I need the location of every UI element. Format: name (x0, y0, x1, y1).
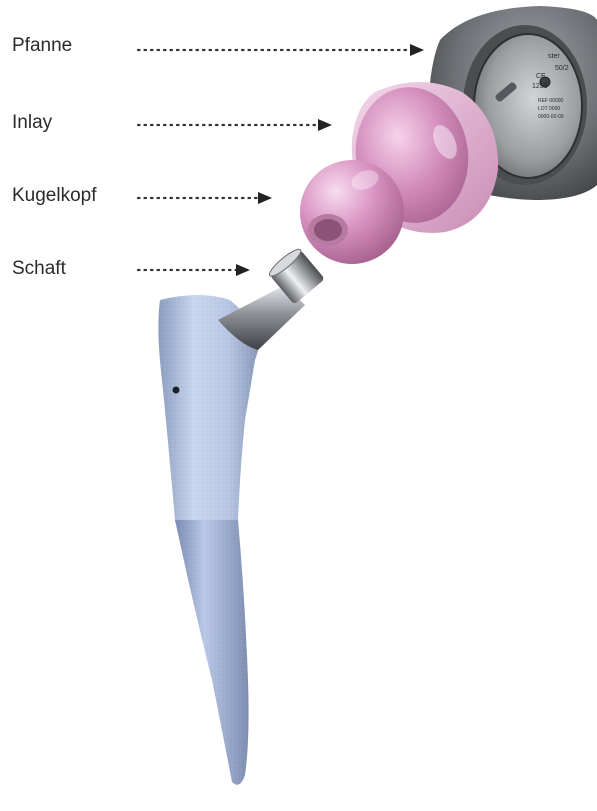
leader-kugelkopf (138, 192, 272, 204)
leader-pfanne (138, 44, 424, 56)
leader-inlay (138, 119, 332, 131)
cup-engraving-2: 50/2 (555, 65, 569, 72)
schaft-stem (158, 246, 324, 785)
cup-engraving-7: 0000-00-00 (538, 114, 564, 120)
cup-engraving-3: CE (536, 73, 546, 80)
cup-engraving-1: ster (548, 53, 560, 60)
leader-schaft (138, 264, 250, 276)
kugelkopf-ball (300, 160, 404, 264)
cup-engraving-5: REF 00000 (538, 98, 564, 104)
cup-engraving-4: 1250 (532, 83, 548, 90)
cup-engraving-6: LOT 0000 (538, 106, 560, 112)
